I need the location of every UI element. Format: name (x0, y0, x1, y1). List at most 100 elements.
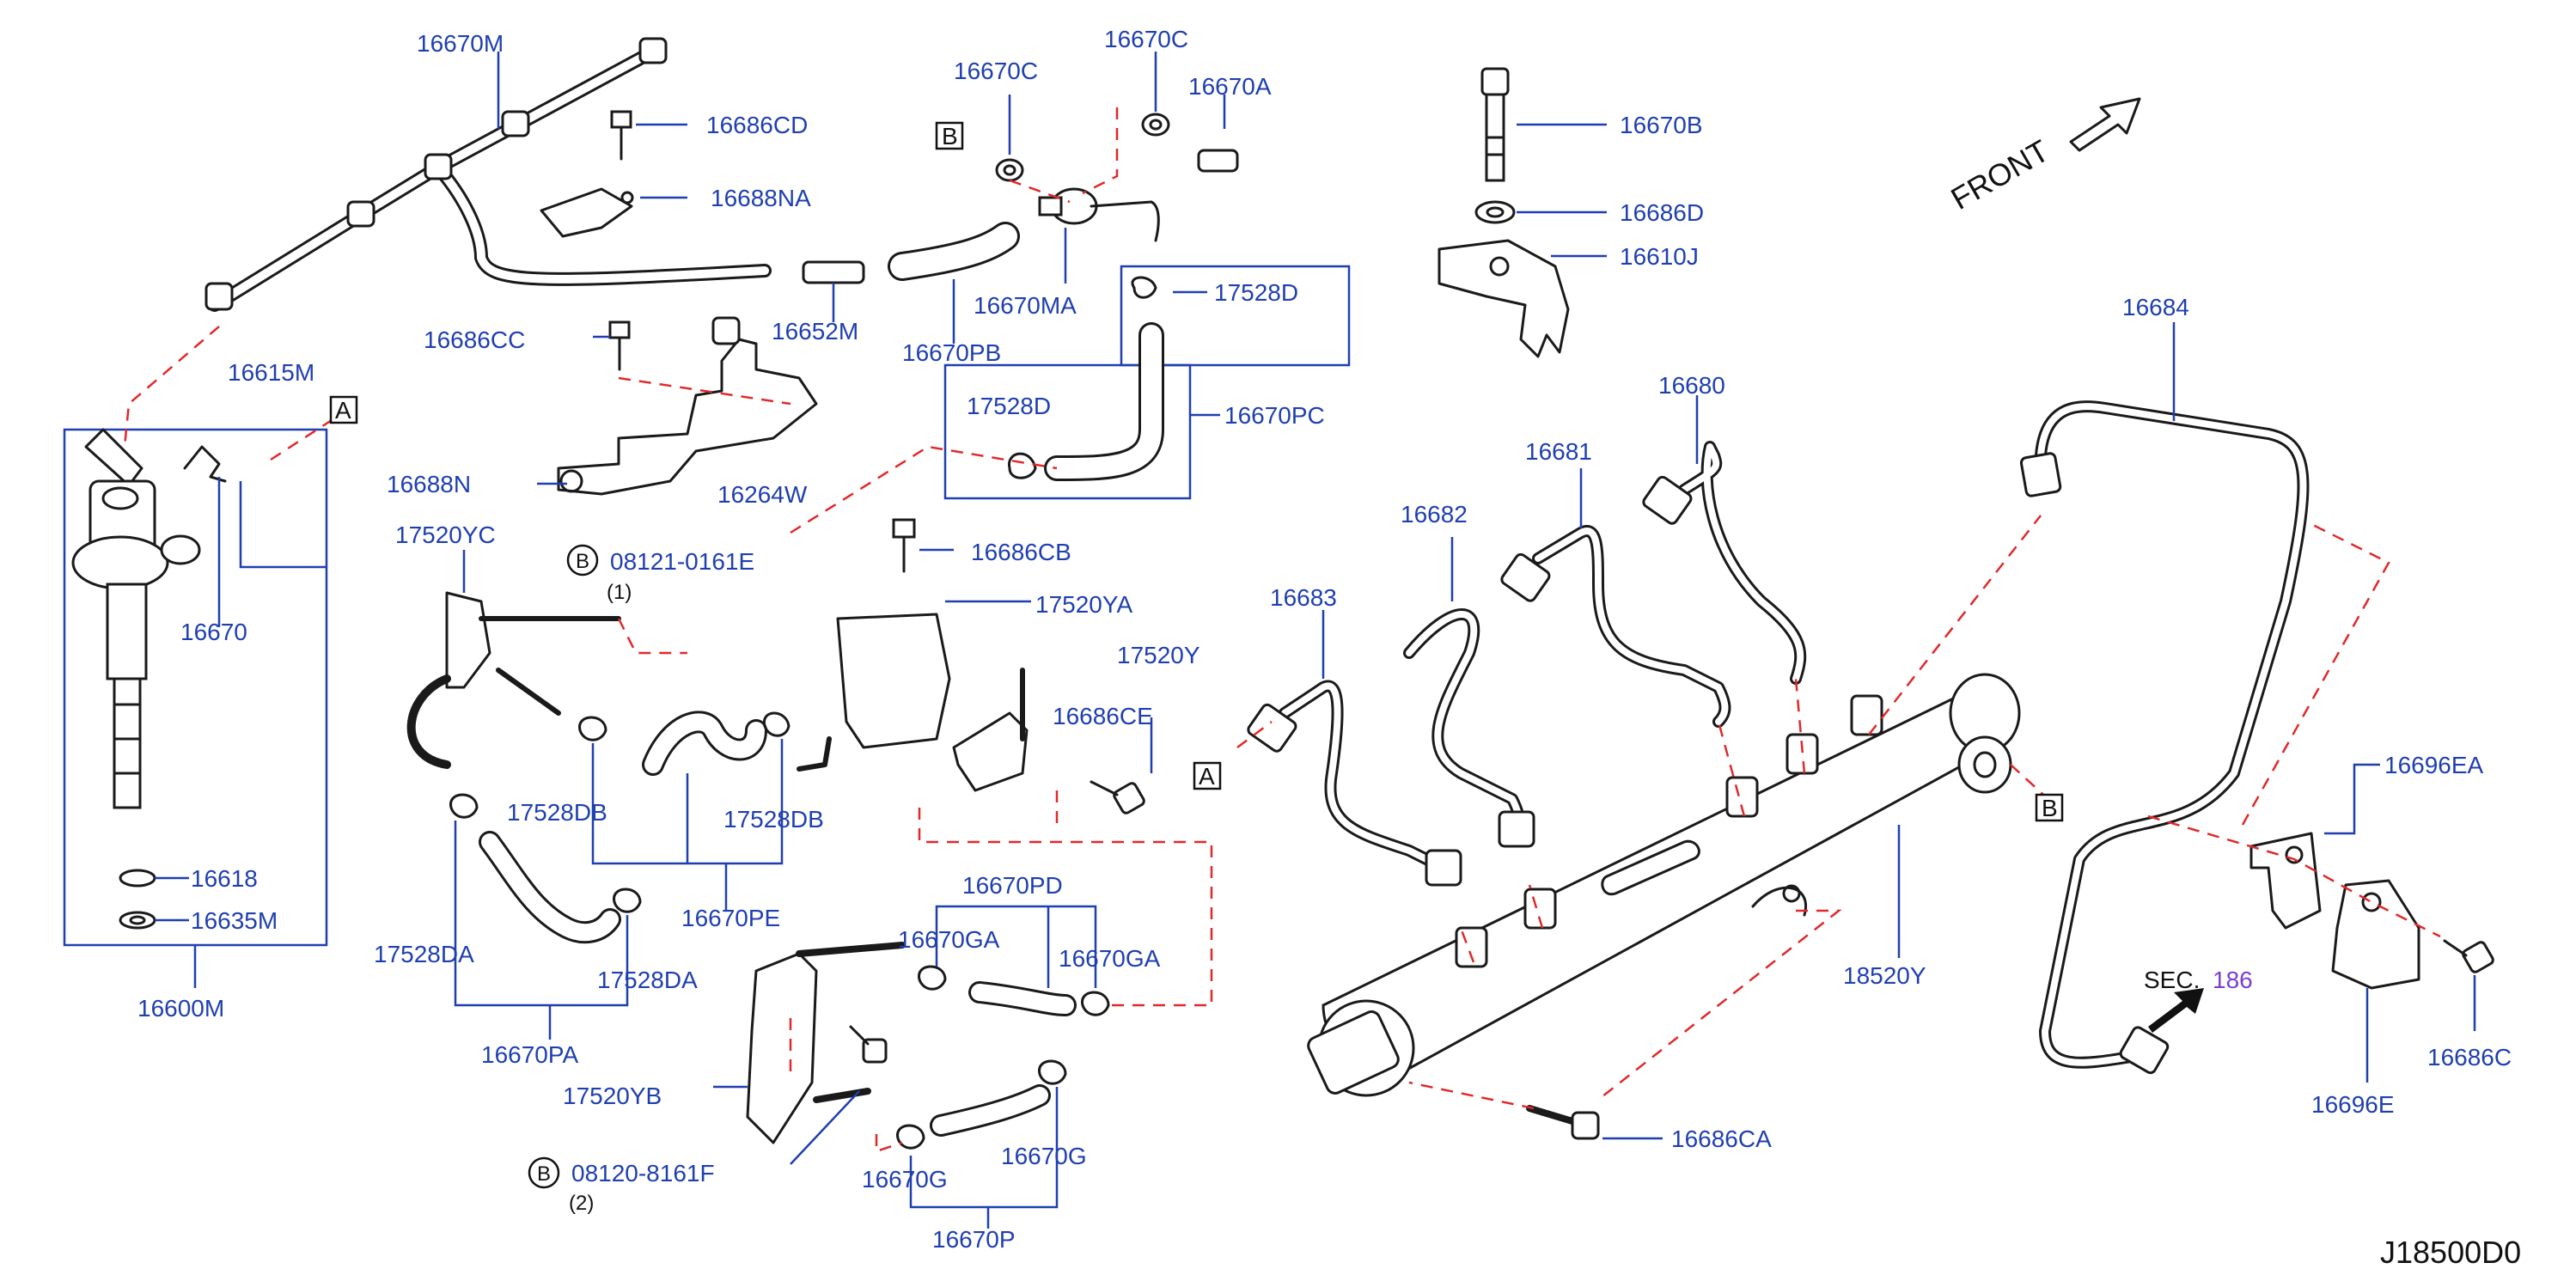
injector-return-port (160, 534, 201, 565)
washer-16686D (1474, 200, 1607, 224)
bracket-17520YA (797, 518, 1031, 772)
injector-clip (183, 445, 227, 483)
injector-connector (84, 428, 143, 487)
joint-16652M (802, 260, 865, 322)
fuel-rail-18520Y (1307, 673, 2021, 1097)
pipe-16682 (1403, 537, 1535, 848)
bracket-16688NA (540, 110, 687, 238)
label-17520YA: 17520YA (1035, 591, 1132, 618)
label-16686CC: 16686CC (424, 326, 525, 353)
diagram-id: J18500D0 (2380, 1235, 2521, 1270)
label-16686CE: 16686CE (1053, 703, 1153, 729)
injector-cap (101, 486, 139, 510)
label-16670A: 16670A (1188, 73, 1272, 100)
label-16670C-2: 16670C (1104, 26, 1188, 52)
label-16670PE: 16670PE (681, 905, 780, 931)
label-16670GA-1: 16670GA (898, 926, 1000, 953)
front-label: FRONT (1945, 132, 2055, 217)
label-16652M: 16652M (772, 318, 858, 345)
label-16670G-2: 16670G (1001, 1143, 1087, 1169)
label-16635M: 16635M (191, 907, 278, 934)
label-16610J: 16610J (1620, 243, 1699, 270)
label-17528DB-1: 17528DB (507, 799, 607, 826)
hose-16670PA (449, 793, 642, 1040)
bolt-16686CA (1526, 1105, 1663, 1140)
label-16264W: 16264W (717, 481, 808, 508)
label-16670PB: 16670PB (902, 339, 1001, 366)
svg-text:B: B (942, 123, 958, 149)
pipe-16681 (1500, 468, 1731, 728)
label-16681: 16681 (1525, 438, 1592, 465)
circle-B-08121: B (566, 544, 599, 576)
tube-17520YB (713, 942, 906, 1165)
hose-16670PB (888, 222, 1020, 344)
hose-16670PD (918, 905, 1110, 1016)
label-16670G-1: 16670G (862, 1166, 948, 1193)
injector-assembly (63, 428, 328, 988)
svg-text:A: A (1199, 763, 1215, 790)
label-16670GA-2: 16670GA (1059, 945, 1161, 972)
label-16670P: 16670P (932, 1226, 1016, 1253)
label-16670PA: 16670PA (481, 1041, 578, 1068)
label-08120-qty: (2) (569, 1192, 594, 1215)
hose-16670PE (578, 711, 791, 911)
label-16686CA: 16686CA (1671, 1126, 1772, 1152)
svg-text:B: B (537, 1162, 551, 1186)
label-18520Y: 18520Y (1843, 962, 1926, 989)
label-16670B: 16670B (1620, 112, 1703, 138)
bolt-16670B (1480, 67, 1607, 182)
bracket-16610J (1438, 239, 1607, 358)
label-17520YB: 17520YB (563, 1083, 662, 1109)
label-17528D-1: 17528D (1214, 279, 1298, 306)
hose-16670PC-group (943, 265, 1351, 500)
label-16686CD: 16686CD (706, 112, 808, 138)
svg-text:B: B (2042, 795, 2058, 821)
label-16670-injector: 16670 (180, 619, 247, 645)
label-16618: 16618 (191, 865, 258, 892)
label-16670MA: 16670MA (974, 292, 1077, 319)
marker-A-rail: A (1193, 761, 1222, 790)
circle-B-08120: B (528, 1156, 560, 1189)
label-17520YC: 17520YC (395, 522, 496, 548)
marker-B-top: B (935, 121, 964, 150)
hose-16670P (896, 1059, 1067, 1229)
svg-text:B: B (576, 550, 589, 573)
label-17528DB-2: 17528DB (723, 806, 824, 833)
label-16696EA: 16696EA (2384, 752, 2484, 778)
label-17528DA-1: 17528DA (374, 941, 474, 967)
label-16615M: 16615M (228, 359, 314, 386)
sec-arrow (2148, 988, 2204, 1033)
label-17528DA-2: 17528DA (597, 967, 698, 993)
o-ring-16618 (119, 869, 156, 888)
bracket-16696E (2331, 879, 2420, 1083)
bracket-16696EA (2249, 763, 2380, 930)
label-16688N: 16688N (387, 471, 471, 497)
label-16670PD: 16670PD (962, 872, 1063, 899)
pipe-16684 (2019, 322, 2310, 1075)
washers-16670C (995, 52, 1239, 182)
label-08120-8161F: 08120-8161F (571, 1160, 715, 1187)
pipe-16680 (1642, 395, 1807, 685)
sec-label: SEC. (2144, 967, 2200, 993)
label-08121-0161E: 08121-0161E (610, 548, 754, 575)
front-arrow (2069, 97, 2141, 152)
tube-17520Y (952, 668, 1153, 814)
label-16696E: 16696E (2311, 1091, 2395, 1118)
bolt-16670MA (1038, 187, 1160, 284)
seal-16635M (119, 911, 156, 930)
bracket-16688N (537, 316, 818, 496)
label-16686D: 16686D (1620, 199, 1704, 226)
marker-A-top: A (329, 395, 358, 424)
label-16670M: 16670M (417, 30, 504, 57)
injector-nozzle (113, 677, 142, 809)
marker-B-rail: B (2035, 793, 2064, 822)
return-pipe-16670M (204, 37, 772, 312)
injector-collar (71, 535, 169, 590)
bolt-16686C (2443, 939, 2494, 1031)
label-16670PC: 16670PC (1224, 402, 1325, 429)
sec-number: 186 (2213, 967, 2253, 993)
label-16683: 16683 (1270, 584, 1337, 611)
injector-body (106, 583, 148, 680)
tube-17520YC (406, 550, 621, 769)
